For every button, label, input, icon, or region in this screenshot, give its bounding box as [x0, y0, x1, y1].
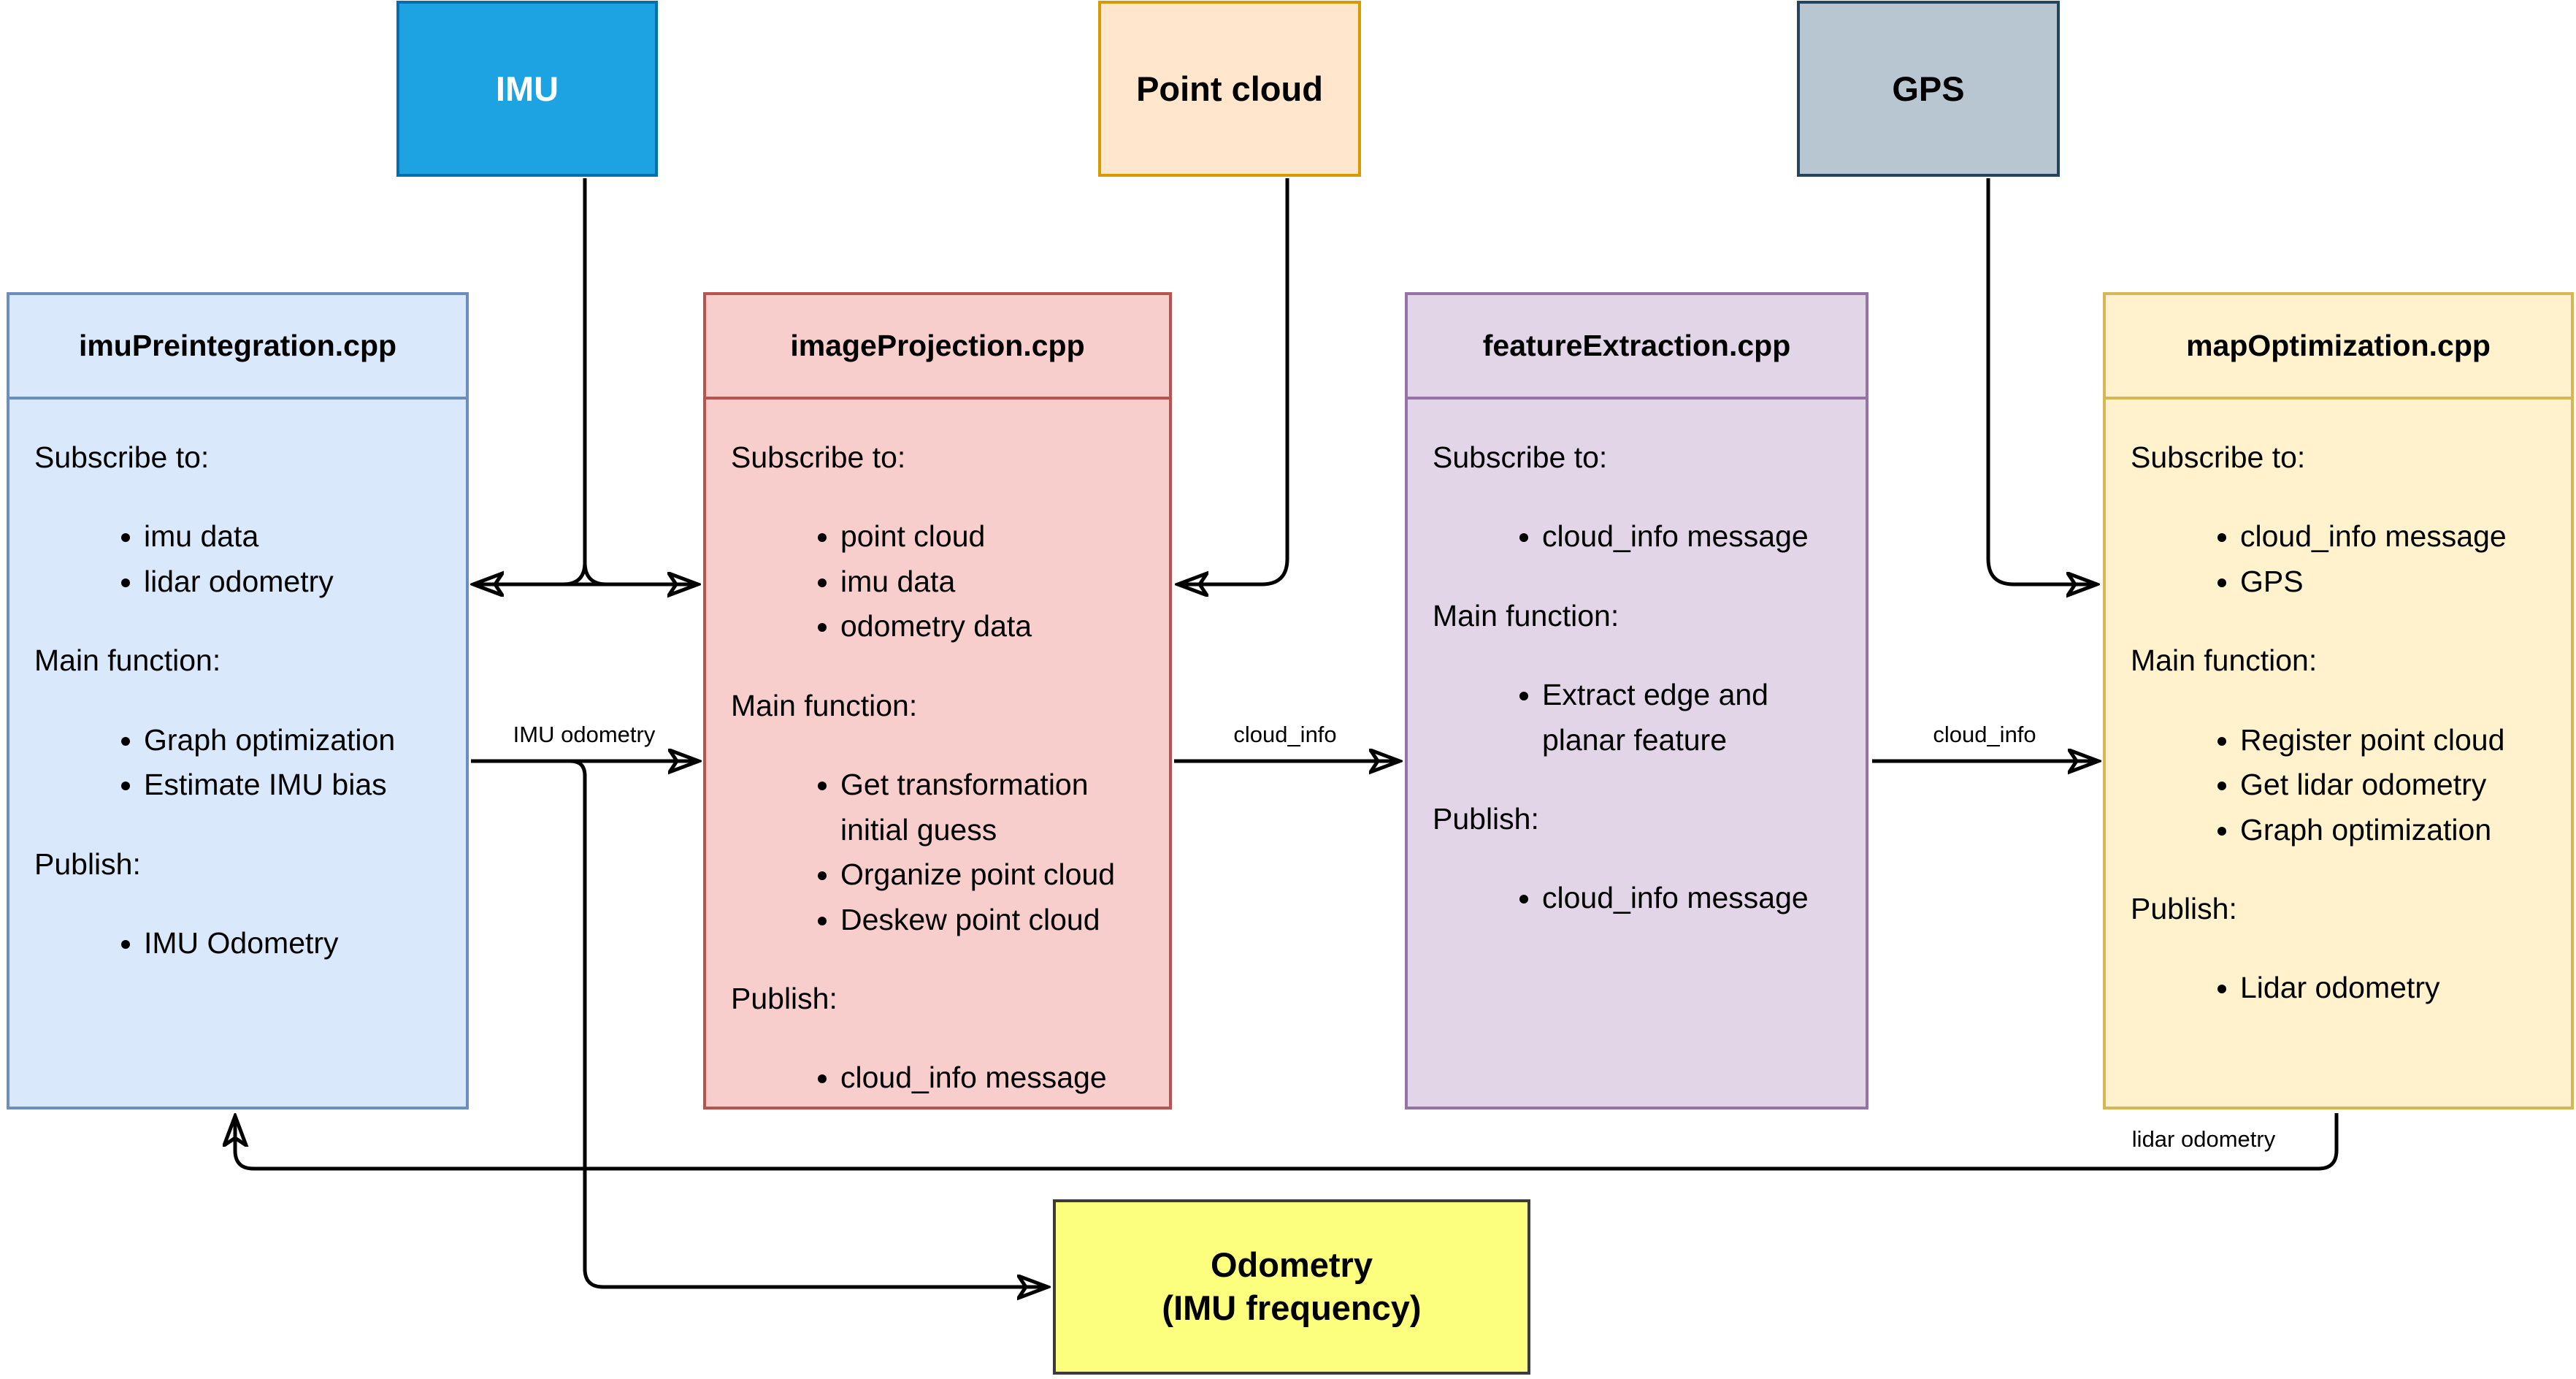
- module-box-mapoptimization: mapOptimization.cpp Subscribe to: cloud_…: [2103, 292, 2574, 1109]
- list-item: Estimate IMU bias: [144, 763, 453, 808]
- subscribe-heading: Subscribe to:: [1433, 440, 1608, 474]
- list-item: lidar odometry: [144, 559, 453, 605]
- edge-label-imu-odometry: IMU odometry: [513, 722, 656, 747]
- source-label-point-cloud: Point cloud: [1136, 69, 1323, 108]
- list-item: Get transformation initial guess: [840, 763, 1156, 852]
- output-box-odometry: Odometry (IMU frequency): [1053, 1199, 1530, 1375]
- list-item: odometry data: [840, 604, 1156, 649]
- subscribe-list: cloud_info message GPS: [2131, 514, 2558, 604]
- publish-list: IMU Odometry: [34, 921, 453, 966]
- list-item: GPS: [2240, 559, 2558, 605]
- subscribe-heading: Subscribe to:: [2131, 440, 2306, 474]
- module-content: Subscribe to: imu data lidar odometry Ma…: [9, 400, 466, 966]
- output-label-line2: (IMU frequency): [1162, 1288, 1422, 1327]
- subscribe-list: point cloud imu data odometry data: [731, 514, 1156, 649]
- main-function-heading: Main function:: [34, 643, 221, 678]
- publish-heading: Publish:: [2131, 892, 2237, 925]
- list-item: IMU Odometry: [144, 921, 453, 966]
- main-function-heading: Main function:: [1433, 598, 1619, 633]
- edge-label-cloud-info-1: cloud_info: [1233, 722, 1337, 747]
- list-item: imu data: [840, 559, 1156, 605]
- main-function-list: Graph optimization Estimate IMU bias: [34, 718, 453, 808]
- module-title: mapOptimization.cpp: [2106, 295, 2571, 400]
- pointcloud-connector: [1181, 178, 1289, 584]
- source-label-gps: GPS: [1892, 69, 1965, 108]
- list-item: Graph optimization: [2240, 808, 2558, 853]
- list-item: Register point cloud: [2240, 718, 2558, 763]
- list-item: cloud_info message: [2240, 514, 2558, 559]
- list-item: Lidar odometry: [2240, 966, 2558, 1011]
- source-box-gps: GPS: [1797, 1, 2060, 177]
- module-title: imuPreintegration.cpp: [9, 295, 466, 400]
- list-item: Extract edge and planar feature: [1542, 673, 1852, 763]
- list-item: Get lidar odometry: [2240, 763, 2558, 808]
- publish-list: Lidar odometry: [2131, 966, 2558, 1011]
- main-function-list: Get transformation initial guess Organiz…: [731, 763, 1156, 942]
- edge-label-lidar-odometry: lidar odometry: [2131, 1126, 2276, 1152]
- main-function-list: Register point cloud Get lidar odometry …: [2131, 718, 2558, 853]
- module-content: Subscribe to: cloud_info message GPS Mai…: [2106, 400, 2571, 1011]
- publish-list: cloud_info message: [731, 1055, 1156, 1101]
- list-item: Graph optimization: [144, 718, 453, 763]
- publish-heading: Publish:: [731, 982, 837, 1015]
- publish-heading: Publish:: [1433, 802, 1539, 836]
- subscribe-list: cloud_info message: [1433, 514, 1852, 559]
- module-box-featureextraction: featureExtraction.cpp Subscribe to: clou…: [1405, 292, 1868, 1109]
- gps-connector: [1986, 178, 2094, 584]
- source-box-imu: IMU: [396, 1, 658, 177]
- list-item: Deskew point cloud: [840, 898, 1156, 943]
- module-box-imupreintegration: imuPreintegration.cpp Subscribe to: imu …: [7, 292, 469, 1109]
- source-box-point-cloud: Point cloud: [1098, 1, 1361, 177]
- imu-connector-stem: [562, 178, 607, 587]
- source-label-imu: IMU: [495, 69, 559, 108]
- publish-heading: Publish:: [34, 847, 141, 881]
- module-title: featureExtraction.cpp: [1408, 295, 1866, 400]
- edge-label-cloud-info-2: cloud_info: [1933, 722, 2036, 747]
- list-item: cloud_info message: [840, 1055, 1156, 1101]
- odometry-branch-arrow: [570, 759, 1045, 1287]
- list-item: cloud_info message: [1542, 876, 1852, 921]
- main-function-heading: Main function:: [731, 688, 918, 722]
- list-item: point cloud: [840, 514, 1156, 559]
- subscribe-list: imu data lidar odometry: [34, 514, 453, 604]
- module-box-imageprojection: imageProjection.cpp Subscribe to: point …: [703, 292, 1172, 1109]
- publish-list: cloud_info message: [1433, 876, 1852, 921]
- module-content: Subscribe to: cloud_info message Main fu…: [1408, 400, 1866, 921]
- main-function-heading: Main function:: [2131, 643, 2318, 678]
- output-label-line1: Odometry: [1211, 1245, 1373, 1285]
- module-content: Subscribe to: point cloud imu data odome…: [706, 400, 1169, 1101]
- lidar-odometry-feedback-arrow: [235, 1113, 2339, 1171]
- subscribe-heading: Subscribe to:: [731, 440, 906, 474]
- list-item: imu data: [144, 514, 453, 559]
- list-item: Organize point cloud: [840, 852, 1156, 898]
- list-item: cloud_info message: [1542, 514, 1852, 559]
- module-title: imageProjection.cpp: [706, 295, 1169, 400]
- main-function-list: Extract edge and planar feature: [1433, 673, 1852, 763]
- subscribe-heading: Subscribe to:: [34, 440, 210, 474]
